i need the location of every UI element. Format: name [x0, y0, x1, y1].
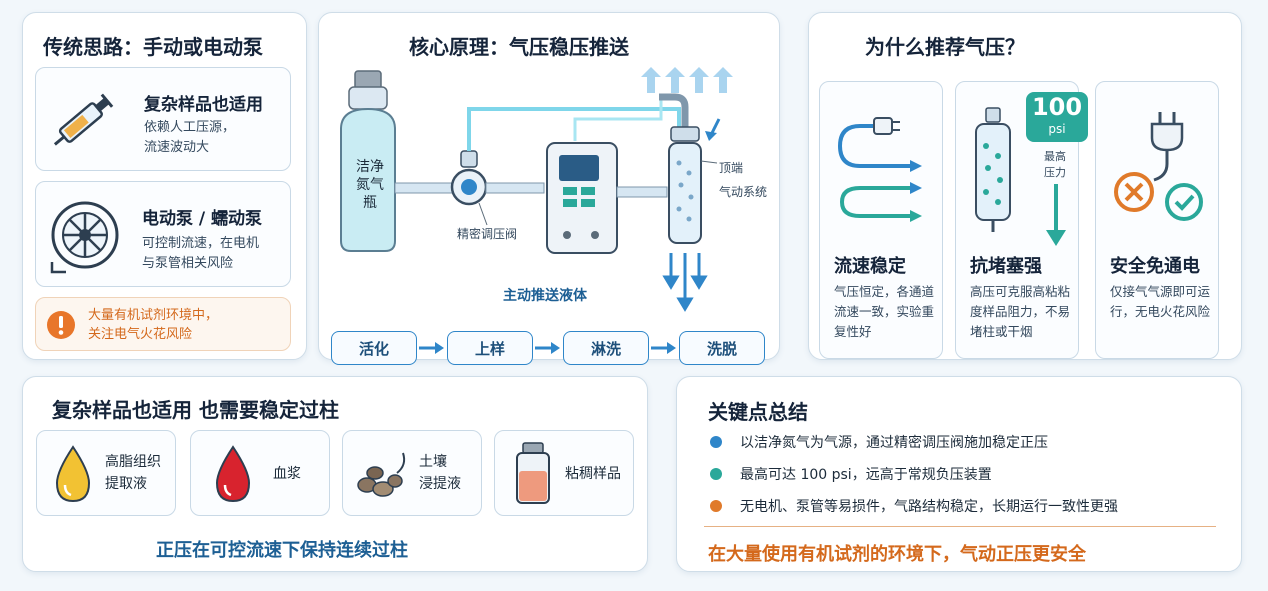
oil-drop-icon — [55, 445, 91, 503]
arrow-right-icon — [651, 342, 676, 354]
samples-title: 复杂样品也适用 也需要稳定过柱 — [52, 398, 339, 422]
summary-item-3: 无电机、泵管等易损件，气路结构稳定，长期运行一致性更强 — [740, 499, 1118, 515]
step-activation: 活化 — [331, 331, 417, 365]
traditional-panel: 传统思路：手动或电动泵 复杂样品也适用 依赖人工压源， 流速波动大 — [22, 12, 307, 360]
electric-pump-desc-2: 与泵管相关风险 — [142, 256, 234, 271]
push-label: 主动推送液体 — [503, 288, 587, 304]
bullet-icon — [710, 500, 722, 512]
summary-panel — [676, 376, 1242, 572]
traditional-title: 传统思路：手动或电动泵 — [43, 35, 263, 59]
principle-title: 核心原理：气压稳压推送 — [409, 35, 629, 59]
blood-drop-icon — [215, 445, 251, 503]
why-card-clog-title: 抗堵塞强 — [970, 256, 1042, 277]
why-card-flow-desc: 气压恒定，各通道流速一致，实验重复性好 — [834, 284, 935, 339]
why-card-safety: 安全免通电 仅接气气源即可运行，无电火花风险 — [1095, 81, 1219, 359]
pressure-badge-value: 100 — [1031, 93, 1083, 121]
plug-safety-icon — [1114, 112, 1203, 221]
warning-card: 大量有机试剂环境中， 关注电气火花风险 — [35, 297, 291, 351]
why-card-safety-desc: 仅接气气源即可运行，无电火花风险 — [1110, 284, 1211, 319]
summary-item-1: 以洁净氮气为气源，通过精密调压阀施加稳定正压 — [740, 435, 1048, 451]
why-card-clog: 100 psi 最高 压力 抗堵塞强 高压可克服高粘粘度样品阻力，不易堵柱或干烟 — [955, 81, 1088, 359]
step-elution: 洗脱 — [679, 331, 765, 365]
sample-viscous: 粘稠样品 — [494, 430, 634, 516]
why-card-clog-desc: 高压可克服高粘粘度样品阻力，不易堵柱或干烟 — [970, 284, 1071, 339]
pressure-note-2: 压力 — [1044, 166, 1066, 179]
step-washing: 淋洗 — [563, 331, 649, 365]
summary-title: 关键点总结 — [708, 400, 808, 424]
top-label-2: 气动系统 — [719, 185, 768, 199]
why-panel: 为什么推荐气压？ 流速稳定 气压恒定，各通道流速一致，实验重复性好 100 ps… — [808, 12, 1242, 360]
arrow-right-icon — [419, 342, 444, 354]
sample-soil: 土壤 浸提液 — [342, 430, 482, 516]
sample-lipid: 高脂组织 提取液 — [36, 430, 176, 516]
top-label-1: 顶端 — [719, 161, 744, 175]
electric-pump-desc-1: 可控制流速，在电机 — [142, 236, 260, 251]
step-loading: 上样 — [447, 331, 533, 365]
syringe-icon — [53, 93, 114, 146]
pump-icon — [50, 201, 119, 274]
bullet-icon — [710, 468, 722, 480]
pressure-badge-unit: psi — [1048, 122, 1066, 136]
flow-lines-icon — [837, 117, 922, 222]
why-card-safety-title: 安全免通电 — [1110, 256, 1200, 277]
manual-desc-2: 流速波动大 — [144, 140, 210, 155]
pressure-badge: 100 psi — [1026, 92, 1088, 142]
pressure-note-1: 最高 — [1044, 150, 1066, 163]
warning-line-1: 大量有机试剂环境中， — [88, 308, 219, 323]
why-title: 为什么推荐气压？ — [865, 35, 1025, 59]
soil-icon — [357, 452, 406, 497]
bullet-icon — [710, 436, 722, 448]
sample-lipid-line-2: 提取液 — [105, 476, 147, 492]
arrow-right-icon — [535, 342, 560, 354]
arrow-down-icon — [1046, 184, 1066, 246]
sample-plasma-label: 血浆 — [273, 466, 301, 482]
summary-item-2: 最高可达 100 psi，远高于常规负压装置 — [740, 467, 992, 483]
electric-pump-card: 电动泵 / 蠕动泵 可控制流速，在电机 与泵管相关风险 — [35, 181, 291, 287]
sample-plasma: 血浆 — [190, 430, 330, 516]
warning-icon — [47, 311, 75, 339]
electric-pump-title: 电动泵 / 蠕动泵 — [142, 209, 263, 229]
vial-icon — [516, 442, 550, 504]
manual-desc-1: 依赖人工压源， — [144, 120, 236, 135]
why-card-flow: 流速稳定 气压恒定，各通道流速一致，实验重复性好 — [819, 81, 943, 359]
bottle-label: 洁净氮气瓶 — [356, 159, 384, 211]
samples-footer: 正压在可控流速下保持连续过柱 — [156, 540, 408, 561]
manual-title: 复杂样品也适用 — [144, 95, 263, 115]
valve-label: 精密调压阀 — [457, 227, 518, 241]
column-pressure-icon — [975, 107, 1011, 232]
summary-footer: 在大量使用有机试剂的环境下，气动正压更安全 — [708, 544, 1086, 565]
why-card-flow-title: 流速稳定 — [834, 256, 906, 277]
sample-soil-line-2: 浸提液 — [419, 476, 461, 492]
manual-card: 复杂样品也适用 依赖人工压源， 流速波动大 — [35, 67, 291, 171]
principle-panel: 核心原理：气压稳压推送 — [318, 12, 780, 365]
warning-line-2: 关注电气火花风险 — [88, 327, 193, 342]
sample-viscous-label: 粘稠样品 — [565, 466, 621, 482]
sample-lipid-line-1: 高脂组织 — [105, 454, 161, 470]
sample-soil-line-1: 土壤 — [419, 454, 447, 470]
summary-divider — [704, 526, 1216, 527]
pneumatic-diagram — [340, 67, 733, 312]
